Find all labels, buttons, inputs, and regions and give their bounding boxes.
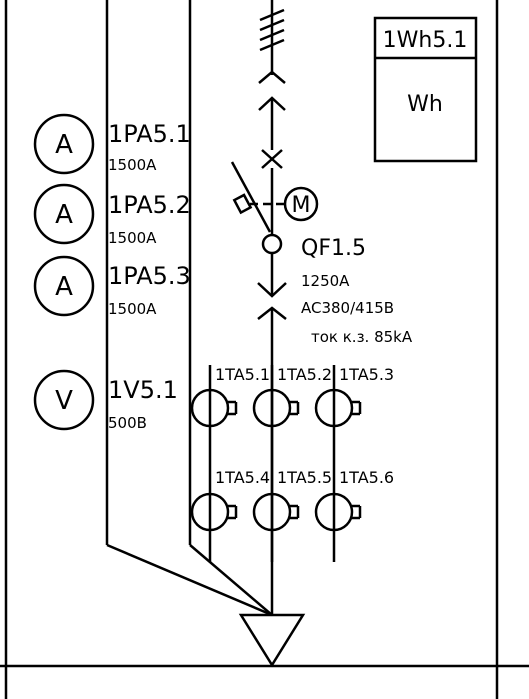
ct-3-label: 1TA5.3	[339, 365, 394, 384]
voltmeter-symbol: V	[55, 386, 73, 416]
meter-wire-outer-diag	[106, 543, 273, 617]
ct-3-symbol	[314, 388, 362, 428]
ammeter-1-circle	[33, 113, 95, 175]
ammeter-1-tag: 1PA5.1	[108, 120, 191, 148]
ct-1-symbol	[190, 388, 238, 428]
ct-6-label: 1TA5.6	[339, 468, 394, 487]
voltmeter-rating: 500B	[108, 414, 147, 432]
ammeter-3-circle	[33, 255, 95, 317]
ammeter-2-tag: 1PA5.2	[108, 191, 191, 219]
ct-5-symbol	[252, 492, 300, 532]
energy-meter-symbol: Wh	[407, 92, 443, 117]
breaker-contact-circle	[261, 233, 283, 255]
voltmeter-circle	[33, 369, 95, 431]
plug-contact-upper	[258, 70, 286, 84]
energy-meter-box	[373, 16, 478, 163]
breaker-current: 1250A	[301, 272, 350, 290]
ammeter-1-rating: 1500A	[108, 156, 157, 174]
ct-2-label: 1TA5.2	[277, 365, 332, 384]
breaker-tag: QF1.5	[301, 236, 366, 261]
ct-1-label: 1TA5.1	[215, 365, 270, 384]
breaker-x-mark-b	[261, 149, 283, 169]
ammeter-3-tag: 1PA5.3	[108, 262, 191, 290]
ammeter-3-rating: 1500A	[108, 300, 157, 318]
motor-drive-circle	[283, 186, 319, 222]
cable-hatch-marks	[259, 8, 285, 52]
ct-2-symbol	[252, 388, 300, 428]
ammeter-3-symbol: A	[55, 272, 73, 302]
ct-4-symbol	[190, 492, 238, 532]
ammeter-2-symbol: A	[55, 200, 73, 230]
motor-drive-symbol: M	[292, 193, 311, 218]
ct-4-label: 1TA5.4	[215, 468, 270, 487]
plug-contact-v1	[257, 282, 287, 298]
meter-wire-inner-diag	[189, 544, 273, 616]
breaker-short-circuit: ток к.з. 85kA	[311, 328, 413, 346]
breaker-drive-box	[232, 193, 253, 215]
energy-meter-tag: 1Wh5.1	[383, 28, 468, 53]
ct-6-symbol	[314, 492, 362, 532]
ct-5-label: 1TA5.5	[277, 468, 332, 487]
ammeter-2-circle	[33, 183, 95, 245]
breaker-voltage: AC380/415B	[301, 299, 394, 317]
ammeter-2-rating: 1500A	[108, 229, 157, 247]
voltmeter-tag: 1V5.1	[108, 376, 178, 404]
earth-triangle	[238, 613, 306, 668]
ammeter-1-symbol: A	[55, 130, 73, 160]
breaker-blade	[230, 161, 272, 233]
